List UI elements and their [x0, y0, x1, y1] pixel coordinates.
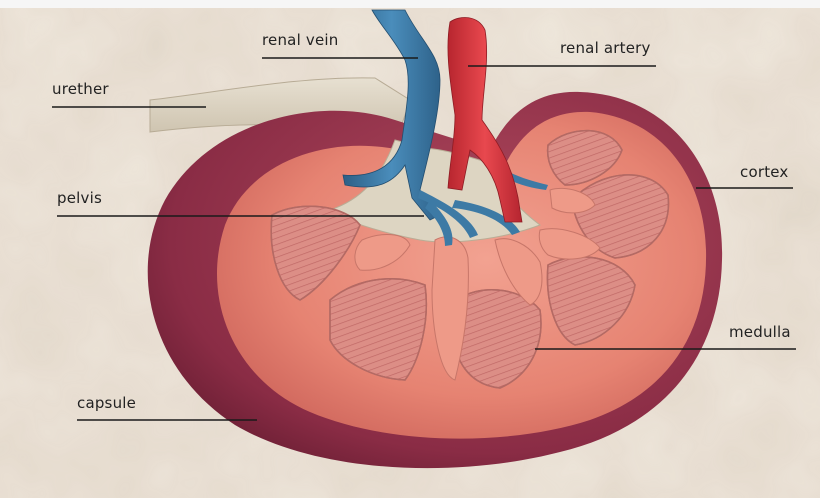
label-capsule: capsule — [77, 394, 136, 412]
label-renal-artery: renal artery — [560, 39, 651, 57]
label-medulla: medulla — [729, 323, 791, 341]
label-pelvis: pelvis — [57, 189, 102, 207]
label-cortex: cortex — [740, 163, 789, 181]
label-renal-vein: renal vein — [262, 31, 338, 49]
label-urether: urether — [52, 80, 109, 98]
